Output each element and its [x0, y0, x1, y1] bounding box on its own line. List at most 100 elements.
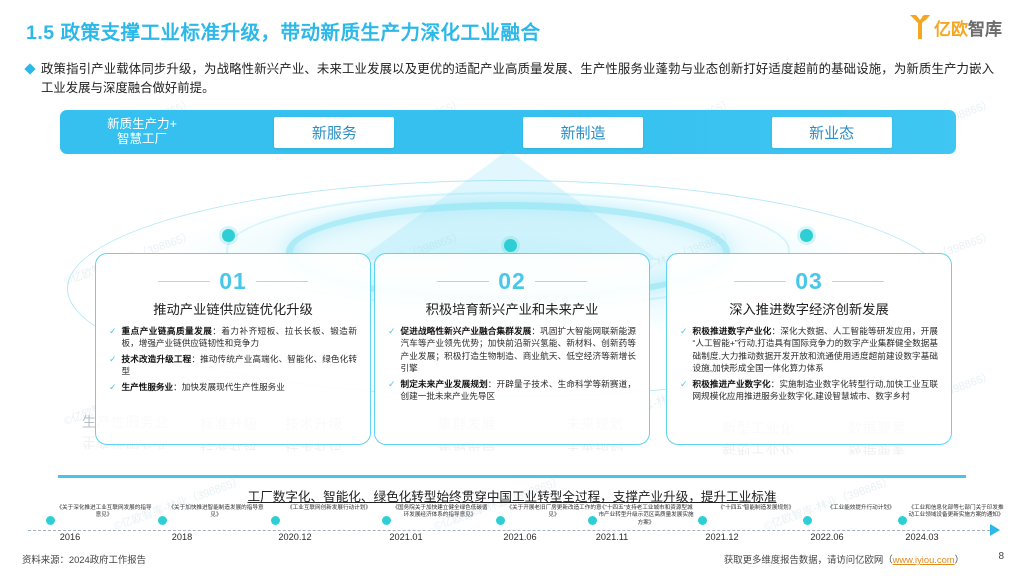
lead-paragraph: 政策指引产业载体同步升级，为战略性新兴产业、未来工业发展以及更优的适配产业高质量… [24, 60, 994, 98]
card-heading: 深入推进数字经济创新发展 [729, 302, 889, 317]
page-number: 8 [998, 551, 1004, 562]
yiou-logo-icon [910, 15, 930, 39]
card-heading: 推动产业链供应链优化升级 [153, 302, 313, 317]
iyiou-link[interactable]: www.iyiou.com [892, 554, 955, 565]
bullet-title: 促进战略性新兴产业融合集群发展 [400, 326, 532, 336]
timeline-dot [46, 516, 55, 525]
connector-dot-2 [504, 239, 517, 252]
divider-line [734, 281, 787, 282]
check-icon: ✓ [680, 326, 688, 336]
card-bullet: ✓ 技术改造升级工程：推动传统产业高端化、智能化、绿色化转型 [109, 353, 357, 378]
tab-slot: 新服务 [210, 116, 459, 148]
source-note: 资料来源：2024政府工作报告 [22, 554, 146, 565]
timeline-date: 2016 [59, 532, 81, 542]
timeline-dot [803, 516, 812, 525]
connector-dot-3 [800, 229, 813, 242]
tab-slot: 新业态 [707, 116, 956, 148]
timeline-label: 《“十四五”支持老工业城市和资源型城市产业转型升级示范区高质量发展实施方案》 [598, 505, 694, 526]
more-suffix: ） [954, 554, 964, 565]
bullet-body: ：深化大数据、人工智能等研发应用，开展“人工智能+”行动,打造具有国际竞争力的数… [692, 326, 938, 374]
tab-new-manufacturing[interactable]: 新制造 [523, 116, 643, 148]
timeline-axis [28, 530, 990, 531]
card-bullet: ✓ 积极推进数字产业化：深化大数据、人工智能等研发应用，开展“人工智能+”行动,… [680, 325, 938, 375]
bullet-body: ：加快发展现代生产性服务业 [173, 381, 285, 392]
bullet-title: 制定未来产业发展规划 [400, 378, 488, 389]
check-icon: ✓ [109, 326, 117, 336]
timeline-dot [382, 516, 391, 525]
connector-dot-1 [222, 229, 235, 242]
page-title: 1.5 政策支撑工业标准升级，带动新质生产力深化工业融合 [26, 22, 541, 44]
bullet-title: 生产性服务业 [121, 381, 174, 392]
timeline-date: 2021.06 [503, 532, 537, 542]
card-bullet: ✓ 积极推进产业数字化：实施制造业数字化转型行动,加快工业互联网规模化应用推进服… [680, 378, 938, 403]
timeline-dot [496, 516, 505, 525]
timeline-arrow-icon [990, 524, 1000, 536]
bottom-band [58, 475, 966, 478]
timeline-label: 《“十四五”智能制造发展规划》 [717, 505, 795, 511]
divider-line [831, 281, 884, 282]
card-bullet: ✓ 制定未来产业发展规划：开辟量子技术、生命科学等新赛道，创建一批未来产业先导区 [388, 378, 636, 403]
timeline-date: 2024.03 [905, 532, 939, 542]
lead-text: 政策指引产业载体同步升级，为战略性新兴产业、未来工业发展以及更优的适配产业高质量… [41, 62, 994, 95]
tab-new-format[interactable]: 新业态 [771, 116, 892, 148]
policy-timeline: 《关于深化推进工业互联网发展的指导意见》 2016 《关于加快推进智能制造发展的… [18, 505, 1008, 546]
timeline-label: 《国务院关于加快建立健全绿色低碳循环发展经济体系的指导意见》 [392, 505, 488, 519]
card-bullet: ✓ 促进战略性新兴产业融合集群发展：巩固扩大智能网联新能源汽车等产业领先优势；加… [388, 325, 636, 375]
timeline-label: 《关于深化推进工业互联网发展的指导意见》 [56, 505, 152, 519]
bullet-title: 积极推进数字产业化 [692, 326, 772, 336]
timeline-dot [898, 516, 907, 525]
timeline-date: 2021.01 [389, 532, 423, 542]
tab-slot: 新制造 [459, 116, 708, 148]
tabbar-label: 新质生产力+ 智慧工厂 [60, 117, 210, 147]
check-icon: ✓ [388, 326, 396, 336]
category-tabbar: 新质生产力+ 智慧工厂 新服务 新制造 新业态 [60, 110, 956, 154]
timeline-date: 2021.12 [705, 532, 739, 542]
band-caption: 工厂数字化、智能化、绿色化转型始终贯穿中国工业转型全过程，支撑产业升级，提升工业… [247, 490, 777, 504]
card-bullet: ✓ 重点产业链高质量发展：着力补齐短板、拉长长板、锻造新板，增强产业链供应链韧性… [109, 325, 357, 350]
brand-logo: 亿欧智库 [909, 14, 1002, 40]
timeline-date: 2020.12 [278, 532, 312, 542]
bullet-body: ：开辟量子技术、生命科学等新赛道，创建一批未来产业先导区 [400, 378, 636, 402]
divider-line [534, 281, 587, 282]
more-prefix: 获取更多维度报告数据，请访问亿欧网（ [723, 554, 893, 565]
bullet-body: ：实施制造业数字化转型行动,加快工业互联网规模化应用推进服务业数字化,建设智慧城… [692, 378, 938, 402]
card-number: 03 [795, 268, 823, 294]
tab-new-service[interactable]: 新服务 [274, 116, 395, 148]
check-icon: ✓ [109, 353, 117, 364]
card-heading: 积极培育新兴产业和未来产业 [425, 302, 599, 317]
divider-line [437, 281, 490, 282]
timeline-dot [588, 516, 597, 525]
timeline-label: 《工业互联网创新发展行动计划》 [287, 505, 371, 511]
policy-card-02: 02 积极培育新兴产业和未来产业 ✓ 促进战略性新兴产业融合集群发展：巩固扩大智… [374, 253, 650, 445]
card-number-row: 01 [109, 268, 357, 295]
divider-line [255, 281, 308, 282]
timeline-dot [271, 516, 280, 525]
policy-card-01: 01 推动产业链供应链优化升级 ✓ 重点产业链高质量发展：着力补齐短板、拉长长板… [95, 253, 371, 445]
card-number-row: 03 [680, 268, 938, 295]
timeline-date: 2022.06 [810, 532, 844, 542]
policy-card-03: 03 深入推进数字经济创新发展 ✓ 积极推进数字产业化：深化大数据、人工智能等研… [666, 253, 952, 445]
card-number: 02 [498, 268, 526, 294]
bullet-title: 技术改造升级工程 [121, 353, 192, 364]
bullet-title: 重点产业链高质量发展 [121, 326, 213, 336]
timeline-dot [158, 516, 167, 525]
logo-text: 亿欧智库 [934, 19, 1002, 39]
more-info-note: 获取更多维度报告数据，请访问亿欧网（www.iyiou.com） [724, 552, 964, 566]
timeline-label: 《关于开展老旧厂房更新改造工作的意见》 [506, 505, 602, 519]
bullet-body: ：巩固扩大智能网联新能源汽车等产业领先优势；加快前沿新兴氢能、新材料、创新药等产… [400, 326, 636, 374]
diamond-bullet-icon [24, 63, 36, 75]
timeline-label: 《工业和信息化部等七部门关于印发推动工业领域设备更新实施方案的通知》 [908, 505, 1004, 519]
tabbar-label-line2: 智慧工厂 [116, 132, 167, 146]
card-number: 01 [219, 268, 247, 294]
timeline-date: 2021.11 [595, 532, 629, 542]
timeline-dot [698, 516, 707, 525]
divider-line [158, 281, 211, 282]
timeline-label: 《关于加快推进智能制造发展的指导意见》 [168, 505, 264, 519]
bullet-body: ：着力补齐短板、拉长长板、锻造新板，增强产业链供应链韧性和竞争力 [121, 326, 357, 349]
timeline-label: 《工业能效提升行动计划》 [827, 505, 895, 511]
check-icon: ✓ [388, 378, 396, 389]
check-icon: ✓ [109, 381, 117, 392]
timeline-date: 2018 [171, 532, 193, 542]
card-bullet: ✓ 生产性服务业：加快发展现代生产性服务业 [109, 381, 357, 393]
